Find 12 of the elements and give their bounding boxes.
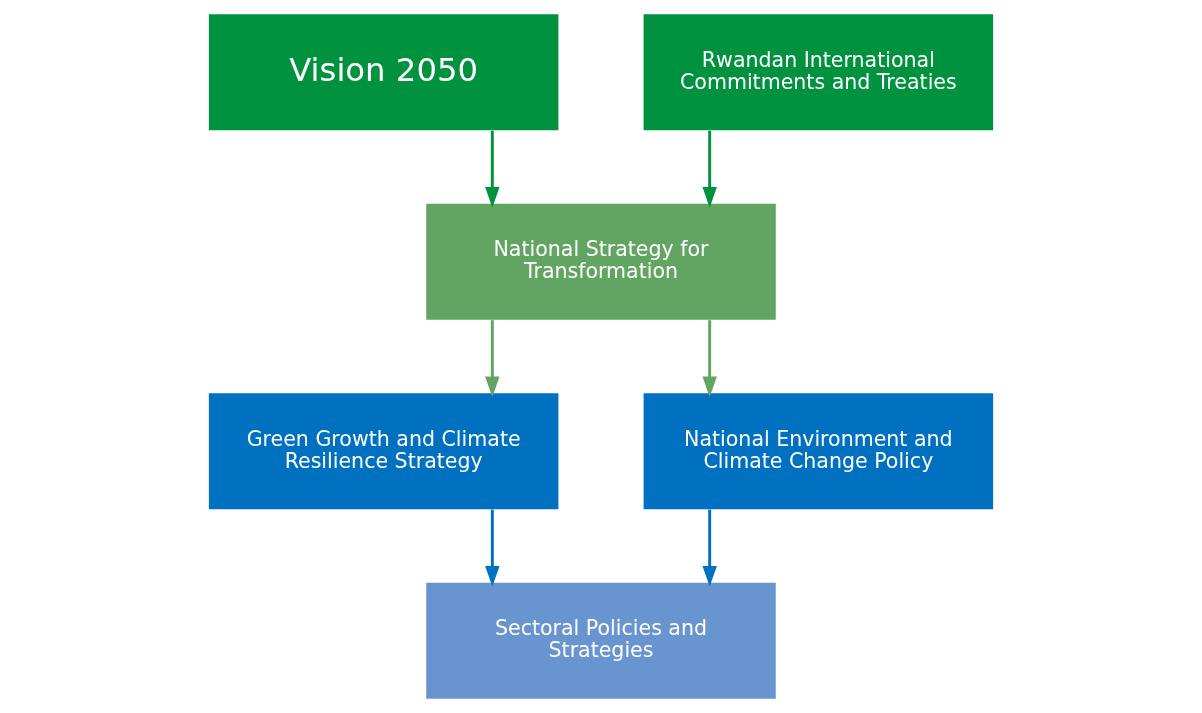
- arrow: [485, 320, 500, 398]
- node-box: Vision 2050: [208, 14, 559, 131]
- node-box: National Environment and Climate Change Policy: [643, 393, 994, 510]
- arrow: [485, 509, 500, 587]
- arrow: [485, 130, 500, 208]
- node-box: Rwandan International Commitments and Treaties: [643, 14, 994, 131]
- arrow: [702, 509, 717, 587]
- arrow: [702, 130, 717, 208]
- node-box: National Strategy for Transformation: [426, 203, 776, 320]
- arrow: [702, 320, 717, 398]
- node-box: Sectoral Policies and Strategies: [426, 582, 776, 699]
- node-box: Green Growth and Climate Resilience Strategy: [208, 393, 559, 510]
